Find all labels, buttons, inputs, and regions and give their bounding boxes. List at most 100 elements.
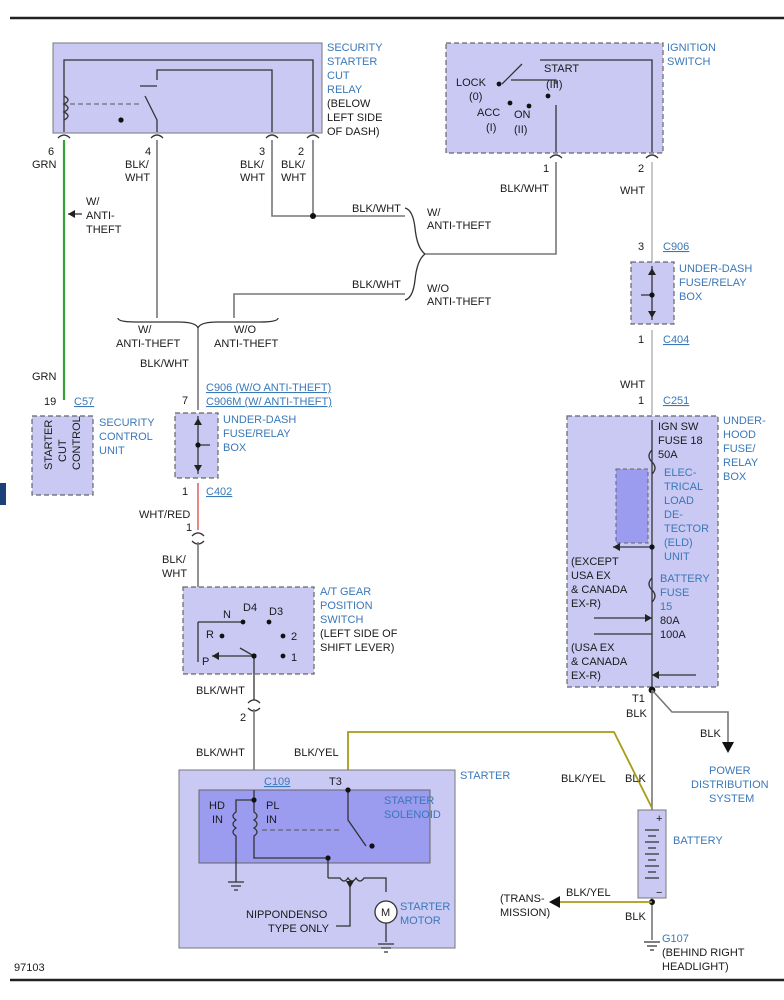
- diagram-label: LEFT SIDE: [327, 112, 382, 124]
- diagram-label: GRN: [32, 371, 57, 383]
- diagram-label: OF DASH): [327, 126, 380, 138]
- diagram-label: C251: [663, 395, 689, 407]
- diagram-label: WHT: [620, 185, 645, 197]
- diagram-label: CONTROL: [71, 416, 83, 470]
- diagram-label: LOCK: [456, 77, 487, 89]
- diagram-label: FUSE/: [723, 443, 756, 455]
- diagram-label: N: [223, 609, 231, 621]
- diagram-label: ELEC-: [664, 467, 697, 479]
- diagram-label: (TRANS-: [500, 893, 545, 905]
- diagram-label: BLK/YEL: [561, 773, 606, 785]
- diagram-label: GRN: [32, 159, 57, 171]
- diagram-label: FUSE/RELAY: [679, 277, 747, 289]
- diagram-label: W/O: [427, 283, 449, 295]
- diagram-label: BLK/: [162, 554, 187, 566]
- diagram-label: 6: [48, 146, 54, 158]
- diagram-label: 1: [291, 652, 297, 664]
- diagram-label: POSITION: [320, 600, 373, 612]
- diagram-label: IN: [266, 814, 277, 826]
- diagram-label: SWITCH: [320, 614, 363, 626]
- diagram-label: USA EX: [571, 570, 611, 582]
- diagram-label: 19: [44, 396, 56, 408]
- diagram-label: BLK: [625, 911, 646, 923]
- diagram-label: D3: [269, 606, 283, 618]
- diagram-label: C906: [663, 241, 689, 253]
- diagram-label: W/O: [234, 324, 256, 336]
- diagram-label: BLK/YEL: [566, 887, 611, 899]
- diagram-label: (BEHIND RIGHT: [662, 947, 745, 959]
- diagram-label: (III): [546, 79, 563, 91]
- diagram-id: 97103: [14, 962, 45, 974]
- diagram-label: NIPPONDENSO: [246, 909, 328, 921]
- diagram-label: 1: [186, 522, 192, 534]
- diagram-label: T1: [632, 693, 645, 705]
- diagram-label: A/T GEAR: [320, 586, 371, 598]
- diagram-label: STARTER: [400, 901, 450, 913]
- side-tab-marker[interactable]: [0, 483, 6, 505]
- under-hood-fuse-relay-box: 1 C251 IGN SW FUSE 18 50A ELEC- TRICAL L…: [566, 395, 766, 705]
- diagram-label: WHT: [240, 172, 265, 184]
- diagram-label: RELAY: [327, 84, 363, 96]
- diagram-label: STARTER: [384, 795, 434, 807]
- diagram-label: SHIFT LEVER): [320, 642, 394, 654]
- diagram-label: RELAY: [723, 457, 759, 469]
- under-dash-fuse-box-left: 7 C906 (W/O ANTI-THEFT) C906M (W/ ANTI-T…: [174, 382, 332, 498]
- diagram-label: C906M (W/ ANTI-THEFT): [206, 396, 332, 408]
- diagram-label: HD: [209, 800, 225, 812]
- diagram-label: SECURITY: [327, 42, 383, 54]
- diagram-label: BLK/: [281, 159, 306, 171]
- diagram-label: & CANADA: [571, 584, 628, 596]
- diagram-label: M: [381, 907, 390, 919]
- diagram-label: & CANADA: [571, 656, 628, 668]
- diagram-label: W/: [138, 324, 152, 336]
- diagram-label: STARTER: [460, 770, 510, 782]
- diagram-label: 3: [638, 241, 644, 253]
- diagram-label: THEFT: [86, 224, 122, 236]
- diagram-label: WHT: [125, 172, 150, 184]
- diagram-label: PL: [266, 800, 279, 812]
- diagram-label: MISSION): [500, 907, 550, 919]
- diagram-label: ANTI-THEFT: [116, 338, 180, 350]
- diagram-label: START: [544, 63, 579, 75]
- diagram-label: 1: [543, 163, 549, 175]
- diagram-label: BATTERY: [660, 573, 710, 585]
- diagram-label: SWITCH: [667, 56, 710, 68]
- diagram-label: DE-: [664, 509, 683, 521]
- diagram-label: +: [656, 813, 662, 825]
- diagram-label: WHT/RED: [139, 509, 190, 521]
- security-control-unit: 19 C57 SECURITY CONTROL UNIT STARTER CUT…: [31, 396, 155, 496]
- diagram-label: 3: [259, 146, 265, 158]
- security-starter-cut-relay: SECURITY STARTER CUT RELAY (BELOW LEFT S…: [48, 42, 383, 158]
- diagram-label: CONTROL: [99, 431, 153, 443]
- diagram-label: ANTI-THEFT: [427, 296, 491, 308]
- diagram-label: CUT: [57, 439, 69, 462]
- diagram-label: (II): [514, 124, 527, 136]
- diagram-label: 1: [182, 486, 188, 498]
- diagram-label: WHT: [281, 172, 306, 184]
- anti-theft-brace: [404, 207, 427, 301]
- diagram-label: SOLENOID: [384, 809, 441, 821]
- diagram-label: BLK/WHT: [196, 747, 245, 759]
- diagram-label: UNIT: [664, 551, 690, 563]
- diagram-label: (0): [469, 91, 482, 103]
- diagram-label: C404: [663, 334, 689, 346]
- diagram-label: BATTERY: [673, 835, 723, 847]
- diagram-label: WHT: [620, 379, 645, 391]
- diagram-label: 1: [638, 334, 644, 346]
- diagram-label: 2: [298, 146, 304, 158]
- diagram-label: BLK/: [125, 159, 150, 171]
- diagram-label: UNDER-: [723, 415, 766, 427]
- diagram-label: ON: [514, 109, 531, 121]
- blk-power-wire: [651, 689, 729, 810]
- diagram-label: 2: [291, 631, 297, 643]
- diagram-label: MOTOR: [400, 915, 441, 927]
- diagram-label: BLK/: [240, 159, 265, 171]
- blk-yel-wire: [347, 731, 653, 809]
- diagram-label: WHT: [162, 568, 187, 580]
- diagram-label: FUSE 18: [658, 435, 703, 447]
- diagram-label: SECURITY: [99, 417, 155, 429]
- diagram-label: POWER: [709, 765, 751, 777]
- diagram-label: UNDER-DASH: [679, 263, 752, 275]
- diagram-label: 2: [240, 712, 246, 724]
- diagram-label: (BELOW: [327, 98, 371, 110]
